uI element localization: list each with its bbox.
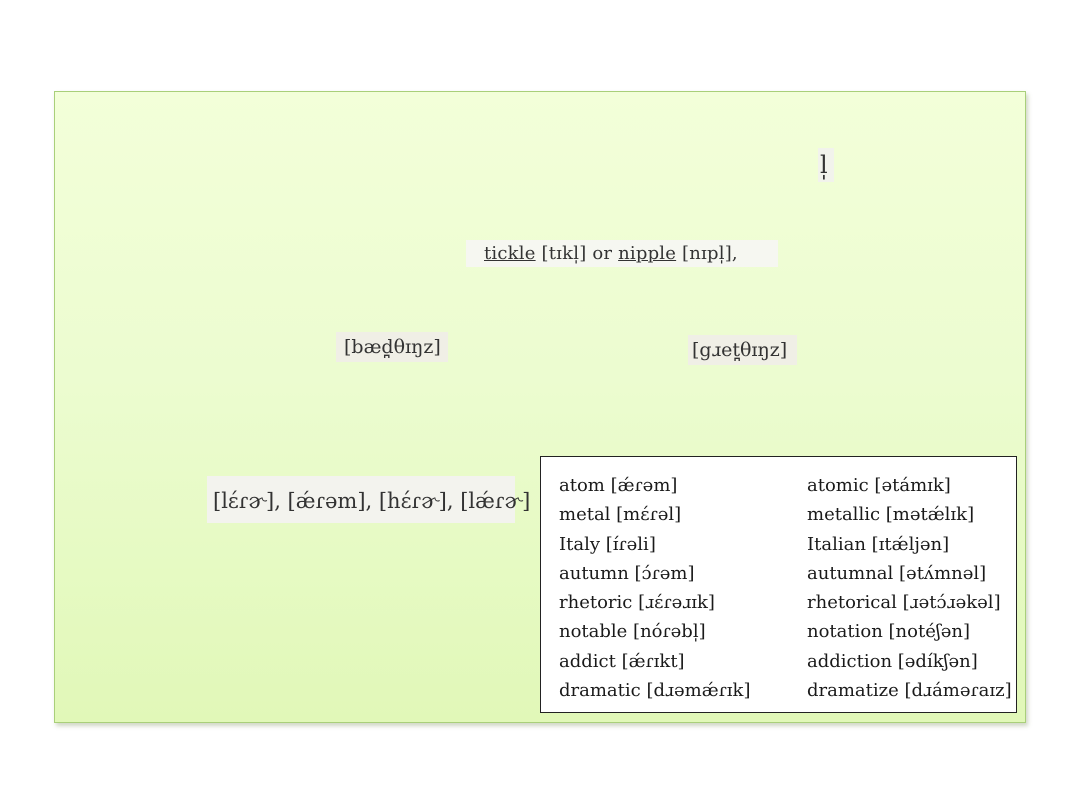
word-pair-left: rhetoric [ɹɛ́ɾəɹɪk] bbox=[559, 592, 715, 614]
ipa-tickle: [tɪkl̩] bbox=[541, 243, 587, 264]
flap-examples: [lɛ́ɾɚ], [ǽɾəm], [hɛ́ɾɚ], [lǽɾɚ] bbox=[207, 476, 530, 523]
word-pair-right: notation [notéʃən] bbox=[807, 621, 971, 643]
word-pair-right: addiction [ədíkʃən] bbox=[807, 650, 978, 672]
word-pairs-left-column: atom [ǽɾəm] metal [mɛ́ɾəl] Italy [ɪ́ɾəli… bbox=[559, 471, 751, 705]
word-pair-right: metallic [mətǽlɪk] bbox=[807, 504, 975, 526]
tickle-nipple-example: tickle [tɪkl̩] or nipple [nɪpl̩], bbox=[466, 240, 778, 267]
word-pair-right: atomic [ətámɪk] bbox=[807, 475, 951, 496]
word-pair-left: dramatic [dɹəmǽɾɪk] bbox=[559, 680, 751, 702]
word-pair-right: rhetorical [ɹətɔ́ɹəkəl] bbox=[807, 592, 1001, 614]
word-pair-left: Italy [ɪ́ɾəli] bbox=[559, 533, 656, 555]
word-pairs-right-column: atomic [ətámɪk] metallic [mətǽlɪk] Itali… bbox=[807, 471, 1012, 705]
word-pair-left: atom [ǽɾəm] bbox=[559, 475, 678, 496]
word-pair-left: metal [mɛ́ɾəl] bbox=[559, 504, 682, 526]
ipa-nipple: [nɪpl̩], bbox=[682, 243, 738, 264]
word-pair-left: addict [ǽɾɪkt] bbox=[559, 650, 685, 672]
word-pair-left: notable [nóɾəbl̩] bbox=[559, 621, 706, 643]
word-pair-right: Italian [ɪtǽljən] bbox=[807, 533, 950, 555]
badger-ipa: [bæd̪θɪŋz] bbox=[336, 332, 448, 362]
word-pairs-panel: atom [ǽɾəm] metal [mɛ́ɾəl] Italy [ɪ́ɾəli… bbox=[540, 456, 1017, 713]
connector-or: or bbox=[592, 243, 613, 264]
syllabic-l-fragment: l̩ bbox=[818, 148, 834, 182]
word-pair-left: autumn [ɔ́ɾəm] bbox=[559, 562, 695, 584]
grater-ipa: [gɹet̪θɪŋz] bbox=[688, 335, 797, 365]
word-nipple: nipple bbox=[618, 243, 677, 264]
word-tickle: tickle bbox=[484, 243, 536, 264]
word-pair-right: autumnal [ətʌ́mnəl] bbox=[807, 562, 987, 584]
word-pair-right: dramatize [dɹáməɾaɪz] bbox=[807, 680, 1012, 702]
